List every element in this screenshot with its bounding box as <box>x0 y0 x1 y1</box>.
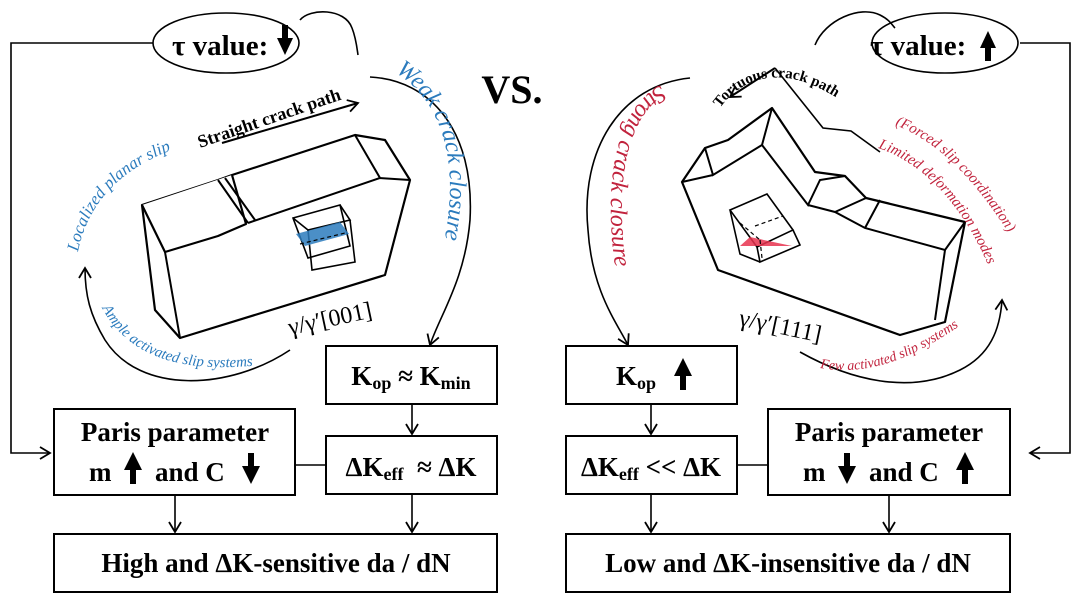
svg-text:Paris parameter: Paris parameter <box>795 417 983 447</box>
right-tau-label: τ value: <box>870 30 966 62</box>
left-tau-label: τ value: <box>172 30 268 62</box>
arrow-up-icon <box>956 452 974 484</box>
right-dkeff-box: ΔKeff << ΔK <box>565 435 738 495</box>
right-slip-curve <box>799 298 1009 384</box>
right-orientation-label: γ/γ′[111] <box>736 305 824 348</box>
arrow-down-icon <box>242 453 260 484</box>
arrow-down-icon <box>277 25 293 55</box>
svg-text:Kop: Kop <box>616 361 656 393</box>
arrow-up-icon <box>980 31 996 61</box>
right-closure-curve <box>586 77 691 347</box>
svg-text:High and ΔK-sensitive da / dN: High and ΔK-sensitive da / dN <box>101 548 451 578</box>
right-feedback-line <box>1020 42 1071 460</box>
left-closure-curve <box>369 76 472 347</box>
straight-crack-arrow <box>221 99 360 144</box>
right-kop-box: Kop <box>565 345 738 405</box>
svg-text:Paris parameter: Paris parameter <box>81 417 269 447</box>
svg-text:m: m <box>89 457 112 487</box>
cube-111-icon <box>728 193 802 264</box>
svg-text:and C: and C <box>869 457 939 487</box>
svg-text:Kop ≈ Kmin: Kop ≈ Kmin <box>351 361 470 393</box>
svg-text:m: m <box>803 457 826 487</box>
left-result-box: High and ΔK-sensitive da / dN <box>53 533 498 593</box>
left-feedback-line <box>10 42 153 460</box>
svg-text:ΔKeff ≈ ΔK: ΔKeff ≈ ΔK <box>346 452 477 484</box>
right-tau-ellipse: τ value: <box>814 11 1019 74</box>
right-crack-path-label: Tortuous crack path <box>710 65 842 110</box>
left-dkeff-box: ΔKeff ≈ ΔK <box>325 435 498 495</box>
arrow-down-icon <box>838 453 856 484</box>
vs-label: VS. <box>481 67 542 112</box>
right-specimen-111 <box>680 67 967 337</box>
svg-text:ΔKeff << ΔK: ΔKeff << ΔK <box>581 452 721 484</box>
left-crack-path-label: Straight crack path <box>195 84 343 152</box>
left-closure-label: Weak crack closure <box>392 56 470 244</box>
left-orientation-label: γ/γ′[001] <box>285 298 375 341</box>
svg-text:and C: and C <box>155 457 225 487</box>
right-result-box: Low and ΔK-insensitive da / dN <box>565 533 1011 593</box>
left-kop-box: Kop ≈ Kmin <box>325 345 498 405</box>
right-paris-box: Paris parameter m and C <box>767 408 1011 496</box>
left-paris-box: Paris parameter m and C <box>53 408 296 496</box>
cube-001-icon <box>291 204 356 271</box>
arrow-up-icon <box>674 358 692 390</box>
tortuous-crack-arrow <box>728 67 776 98</box>
left-slip-curve <box>78 266 291 382</box>
right-closure-label: Strong crack closure <box>605 80 671 269</box>
left-tau-ellipse: τ value: <box>152 11 359 74</box>
arrow-up-icon <box>124 452 142 484</box>
svg-text:Low and ΔK-insensitive da / dN: Low and ΔK-insensitive da / dN <box>605 548 971 578</box>
left-specimen-001 <box>140 133 412 340</box>
